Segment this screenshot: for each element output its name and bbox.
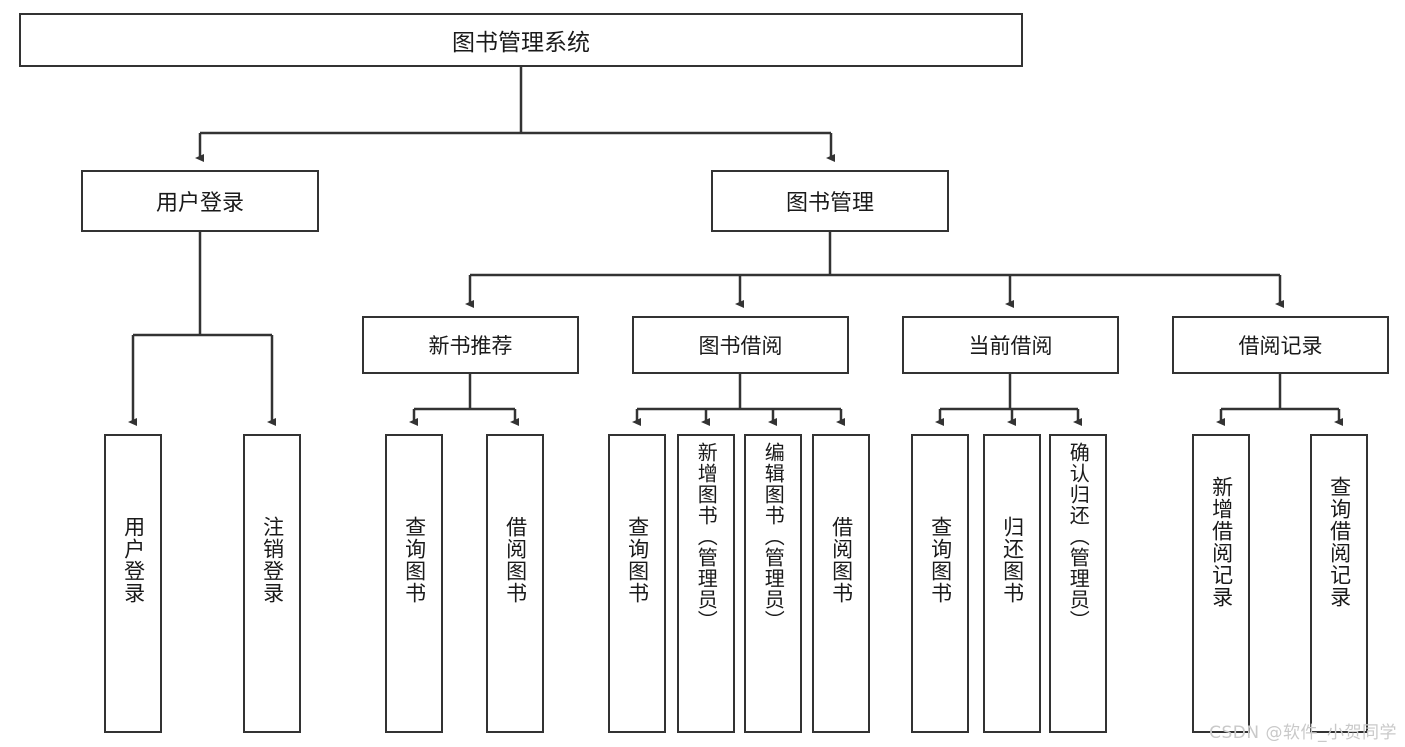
node-book-management[interactable]: 图书管理: [711, 170, 949, 232]
leaf-edit-book-admin[interactable]: 编辑图书（管理员）: [744, 434, 802, 733]
leaf-add-borrow-record-label: 新增借阅记录: [1209, 476, 1234, 608]
node-new-book-recommend[interactable]: 新书推荐: [362, 316, 579, 374]
leaf-user-login-label: 用户登录: [121, 516, 146, 604]
node-borrow-record[interactable]: 借阅记录: [1172, 316, 1389, 374]
leaf-query-book-borrow[interactable]: 查询图书: [608, 434, 666, 733]
leaf-return-book-label: 归还图书: [1000, 516, 1025, 604]
leaf-logout-login[interactable]: 注销登录: [243, 434, 301, 733]
leaf-query-book-new[interactable]: 查询图书: [385, 434, 443, 733]
watermark: CSDN @软件_小贺同学: [1209, 723, 1397, 743]
node-new-book-recommend-label: 新书推荐: [428, 334, 513, 358]
leaf-borrow-book-label: 借阅图书: [829, 516, 854, 604]
leaf-borrow-book[interactable]: 借阅图书: [812, 434, 870, 733]
node-root-label: 图书管理系统: [452, 30, 590, 56]
node-book-borrow[interactable]: 图书借阅: [632, 316, 849, 374]
node-borrow-record-label: 借阅记录: [1238, 334, 1323, 358]
node-current-borrow-label: 当前借阅: [968, 334, 1053, 358]
leaf-query-book-current-label: 查询图书: [928, 516, 953, 604]
leaf-confirm-return-admin-label: 确认归还（管理员）: [1066, 442, 1091, 631]
leaf-add-borrow-record[interactable]: 新增借阅记录: [1192, 434, 1250, 733]
node-book-borrow-label: 图书借阅: [698, 334, 783, 358]
leaf-confirm-return-admin[interactable]: 确认归还（管理员）: [1049, 434, 1107, 733]
node-user-login-label: 用户登录: [155, 191, 244, 216]
node-root[interactable]: 图书管理系统: [19, 13, 1023, 67]
leaf-return-book[interactable]: 归还图书: [983, 434, 1041, 733]
node-book-management-label: 图书管理: [785, 191, 874, 216]
node-current-borrow[interactable]: 当前借阅: [902, 316, 1119, 374]
leaf-borrow-book-new-label: 借阅图书: [503, 516, 528, 604]
leaf-user-login[interactable]: 用户登录: [104, 434, 162, 733]
leaf-query-book-borrow-label: 查询图书: [625, 516, 650, 604]
node-user-login[interactable]: 用户登录: [81, 170, 319, 232]
leaf-add-book-admin-label: 新增图书（管理员）: [694, 442, 719, 631]
leaf-query-borrow-record[interactable]: 查询借阅记录: [1310, 434, 1368, 733]
leaf-add-book-admin[interactable]: 新增图书（管理员）: [677, 434, 735, 733]
leaf-logout-login-label: 注销登录: [260, 516, 285, 604]
leaf-query-book-new-label: 查询图书: [402, 516, 427, 604]
leaf-borrow-book-new[interactable]: 借阅图书: [486, 434, 544, 733]
leaf-query-book-current[interactable]: 查询图书: [911, 434, 969, 733]
leaf-query-borrow-record-label: 查询借阅记录: [1327, 476, 1352, 608]
leaf-edit-book-admin-label: 编辑图书（管理员）: [761, 442, 786, 631]
